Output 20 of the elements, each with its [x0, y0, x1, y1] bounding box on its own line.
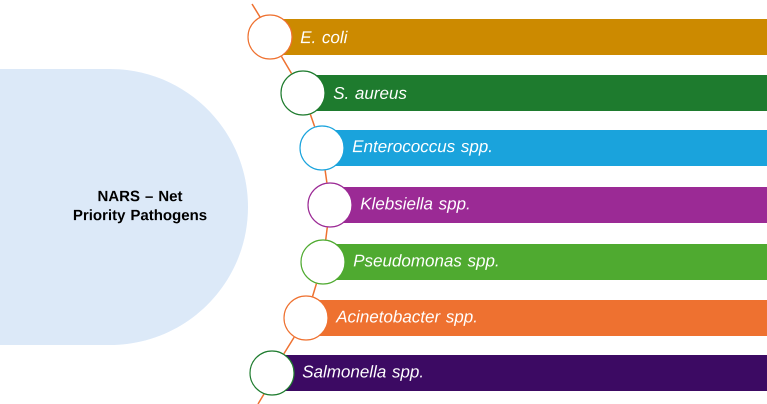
ring-circle [307, 182, 353, 228]
arc-line [312, 283, 318, 297]
ring-circle [280, 70, 326, 116]
label-bar: Enterococcus spp. [334, 130, 767, 166]
arc-line [310, 114, 316, 127]
label-bar: S. aureus [315, 75, 767, 111]
label-bar: Acinetobacter spp. [318, 300, 767, 336]
arc-line [283, 336, 295, 354]
arc-line [324, 170, 328, 183]
ring-circle [300, 239, 346, 285]
label-bar: Klebsiella spp. [342, 187, 767, 223]
label-bar: Salmonella spp. [284, 355, 767, 391]
label-bar: Pseudomonas spp. [335, 244, 767, 280]
ring-circle [299, 125, 345, 171]
ring-circle [247, 14, 293, 60]
arc-line [325, 227, 328, 240]
ring-circle [283, 295, 329, 341]
arc-line [280, 56, 292, 74]
ring-circle [249, 350, 295, 396]
label-bar: E. coli [282, 19, 767, 55]
